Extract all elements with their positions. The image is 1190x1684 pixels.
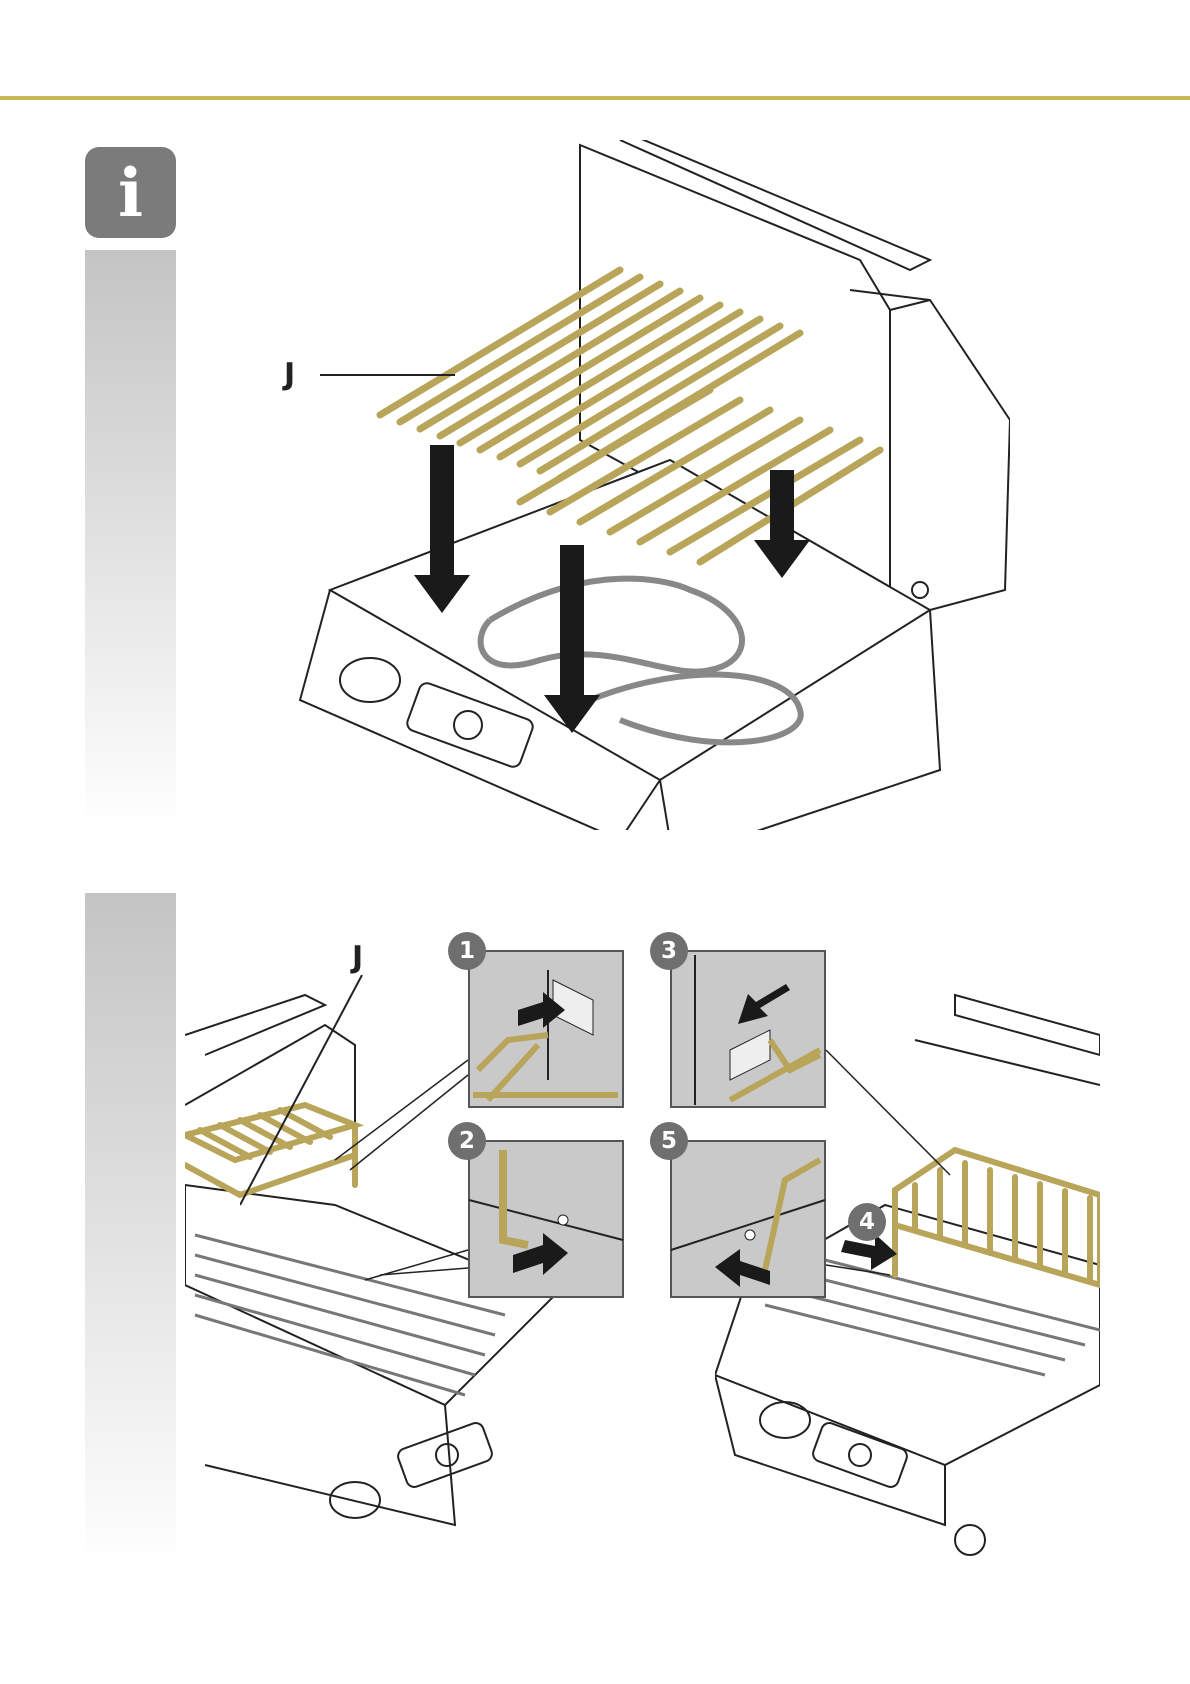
step-4-badge: 4 — [848, 1203, 886, 1241]
step-2-badge: 2 — [448, 1122, 486, 1160]
step-5-badge: 5 — [650, 1122, 688, 1160]
step-1-badge: 1 — [448, 932, 486, 970]
step-3-badge: 3 — [650, 932, 688, 970]
